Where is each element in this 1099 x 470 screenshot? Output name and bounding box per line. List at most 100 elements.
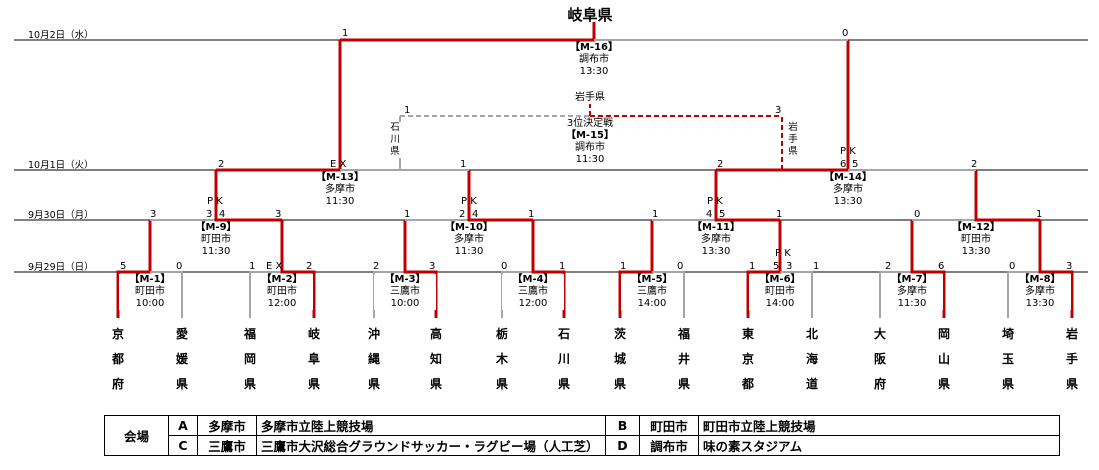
match-m16-lines [340,22,848,42]
third-place-label: 3位決定戦 [566,118,614,129]
score-m12-right: 1 [1036,209,1043,220]
venue-table: 会場 A 多摩市 多摩市立陸上競技場 B 町田市 町田市立陸上競技場 C 三鷹市… [104,415,1060,456]
venue-name-a: 多摩市立陸上競技場 [256,415,606,436]
venue-city-a: 多摩市 [197,415,257,436]
date-label-quarterfinal: 9月30日（月） [28,210,94,221]
match-m6-lines [746,220,813,318]
third-place-right-team: 岩手県 [787,122,799,158]
score-m8-right: 3 [1066,261,1073,272]
score-m13-right: 1 [460,159,467,170]
team-ishikawa: 石川県 [557,327,570,391]
team-okayama: 岡山県 [937,327,950,391]
score-m1-left: 5 [120,261,127,272]
penalty-score-m14-right: 5 [852,159,859,170]
penalty-score-m6-left: 5 [773,261,780,272]
venue-header: 会場 [104,415,169,456]
match-box-m15: 3位決定戦 【M-15】 調布市 11:30 [555,118,625,166]
match-m9-lines [150,170,282,222]
team-kochi: 高知県 [429,327,442,391]
team-fukui: 福井県 [677,327,690,391]
score-m10-left: 1 [404,209,411,220]
match-m2-lines [249,220,316,318]
venue-name-b: 町田市立陸上競技場 [698,415,1060,436]
date-label-final: 10月2日（水） [28,30,94,41]
penalty-score-m14-left: 6 [840,159,847,170]
team-ibaraki: 茨城県 [613,327,626,391]
score-m15-left: 1 [404,105,411,116]
penalty-label-m9: P K [207,196,223,207]
score-m9-right: 3 [275,209,282,220]
team-osaka: 大阪府 [873,327,886,391]
score-m2-right: 2 [306,261,313,272]
score-m4-right: 1 [559,261,566,272]
team-hokkaido: 北海道 [805,327,818,391]
score-m2-left: 1 [249,261,256,272]
penalty-score-m9-left: 3 [206,209,213,220]
penalty-score-m6-right: 3 [786,261,793,272]
score-m6-left: 1 [749,261,756,272]
score-m11-right: 1 [776,209,783,220]
team-tochigi: 栃木県 [495,327,508,391]
score-m9-left: 3 [150,209,157,220]
match-m7-lines [879,220,946,318]
venue-city-d: 調布市 [639,435,699,456]
match-m8-lines [1007,220,1074,318]
score-m16-right: 0 [842,28,849,39]
team-kyoto: 京都府 [111,327,124,391]
date-label-round1: 9月29日（日） [28,262,94,273]
team-iwate: 岩手県 [1065,327,1078,391]
score-m14-right: 2 [971,159,978,170]
score-m8-left: 0 [1009,261,1016,272]
extra-time-m13: E X [330,159,347,170]
penalty-score-m11-right: 5 [719,209,726,220]
venue-key-a: A [168,415,198,436]
score-m6-right: 1 [813,261,820,272]
extra-time-m2: E X [266,261,283,272]
venue-city-b: 町田市 [639,415,699,436]
penalty-score-m11-left: 4 [706,209,713,220]
venue-name-c: 三鷹市大沢総合グラウンドサッカー・ラグビー場（人工芝） [256,435,606,456]
score-m5-left: 1 [620,261,627,272]
score-m11-left: 1 [652,209,659,220]
team-fukuoka: 福岡県 [243,327,256,391]
team-ehime: 愛媛県 [175,327,188,391]
penalty-label-m14: P K [840,146,856,157]
score-m16-left: 1 [342,28,349,39]
score-m5-right: 0 [677,261,684,272]
penalty-score-m10-left: 2 [459,209,466,220]
score-m12-left: 0 [914,209,921,220]
penalty-label-m11: P K [707,196,723,207]
champion-title: 岐阜県 [567,6,613,24]
score-m15-right: 3 [775,105,782,116]
score-m10-right: 1 [528,209,535,220]
score-m13-left: 2 [218,159,225,170]
match-m12-lines [912,170,1040,222]
venue-key-b: B [605,415,640,436]
match-m1-lines [116,220,183,318]
score-m1-right: 0 [176,261,183,272]
score-m14-left: 2 [717,159,724,170]
penalty-score-m9-right: 4 [219,209,226,220]
team-gifu: 岐阜県 [307,327,320,391]
third-place-left-team: 石川県 [389,122,401,158]
match-m5-lines [618,220,685,318]
match-m10-lines [405,170,533,222]
penalty-label-m10: P K [461,196,477,207]
match-m13-lines [216,40,469,172]
penalty-label-m6: P K [775,248,791,259]
match-m15-id: 【M-15】 [565,130,615,141]
